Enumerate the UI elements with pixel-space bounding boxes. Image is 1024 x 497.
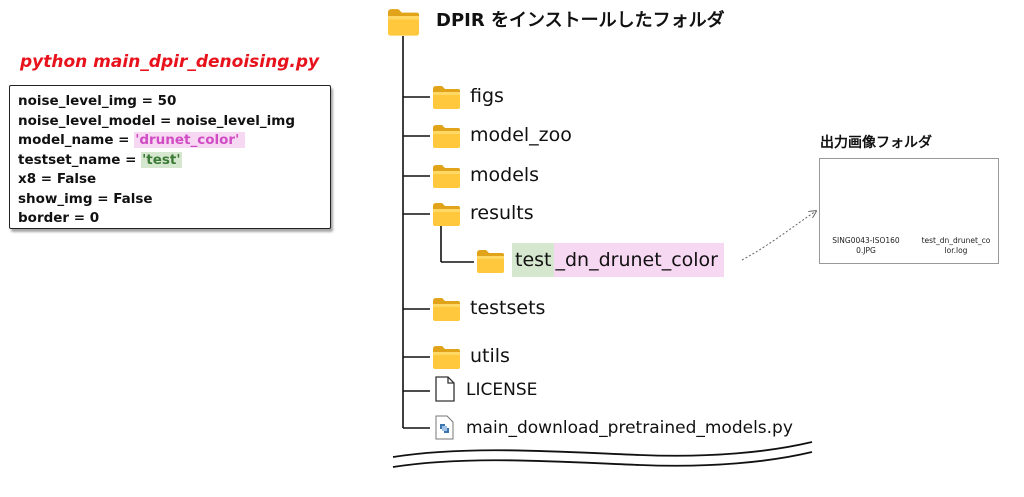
param-line: noise_level_img = 50	[18, 93, 177, 109]
output-file-log[interactable]: test_dn_drunet_color.log	[921, 236, 991, 255]
folder-icon	[477, 250, 504, 273]
param-line: model_name = 'drunet_color'	[18, 131, 330, 151]
folder-icon	[388, 9, 420, 36]
file-license[interactable]: LICENSE	[466, 380, 538, 400]
folder-icon	[433, 86, 460, 109]
subfolder-name-part-test: test	[512, 243, 554, 277]
param-line: border = 0	[18, 210, 100, 226]
folder-model-zoo[interactable]: model_zoo	[470, 124, 572, 146]
output-folder-panel	[819, 158, 999, 264]
command-title: python main_dpir_denoising.py	[20, 52, 320, 72]
break-line	[392, 451, 813, 468]
document-icon	[435, 376, 455, 402]
folder-icon	[433, 165, 460, 188]
folder-icon	[433, 298, 460, 321]
output-folder-title: 出力画像フォルダ	[820, 135, 932, 151]
folder-utils[interactable]: utils	[470, 345, 510, 367]
output-file-image[interactable]: SING0043-ISO1600.JPG	[832, 236, 900, 255]
param-line: testset_name = 'test'	[18, 151, 182, 168]
param-line: show_img = False	[18, 190, 153, 207]
folder-icon	[433, 203, 460, 226]
folder-results[interactable]: results	[470, 202, 534, 224]
folder-models[interactable]: models	[470, 164, 540, 186]
param-line: noise_level_model = noise_level_img	[18, 112, 296, 129]
folder-icon	[433, 346, 460, 369]
arrow	[741, 211, 816, 261]
python-file-icon	[435, 415, 454, 440]
model-name-value: 'drunet_color'	[134, 132, 246, 148]
parameter-box: noise_level_img = 50 noise_level_model =…	[9, 85, 331, 229]
testset-name-value: 'test'	[141, 151, 182, 168]
file-main-download-pretrained-models[interactable]: main_download_pretrained_models.py	[466, 418, 793, 438]
break-line	[392, 441, 813, 458]
subfolder-name-part-model: _dn_drunet_color	[553, 243, 724, 277]
root-folder-label: DPIR をインストールしたフォルダ	[436, 10, 725, 31]
folder-figs[interactable]: figs	[470, 85, 504, 107]
folder-testsets[interactable]: testsets	[470, 297, 546, 319]
param-line: x8 = False	[18, 171, 97, 187]
folder-test-dn-drunet-color[interactable]: test_dn_drunet_color	[512, 243, 724, 277]
folder-icon	[433, 125, 460, 148]
